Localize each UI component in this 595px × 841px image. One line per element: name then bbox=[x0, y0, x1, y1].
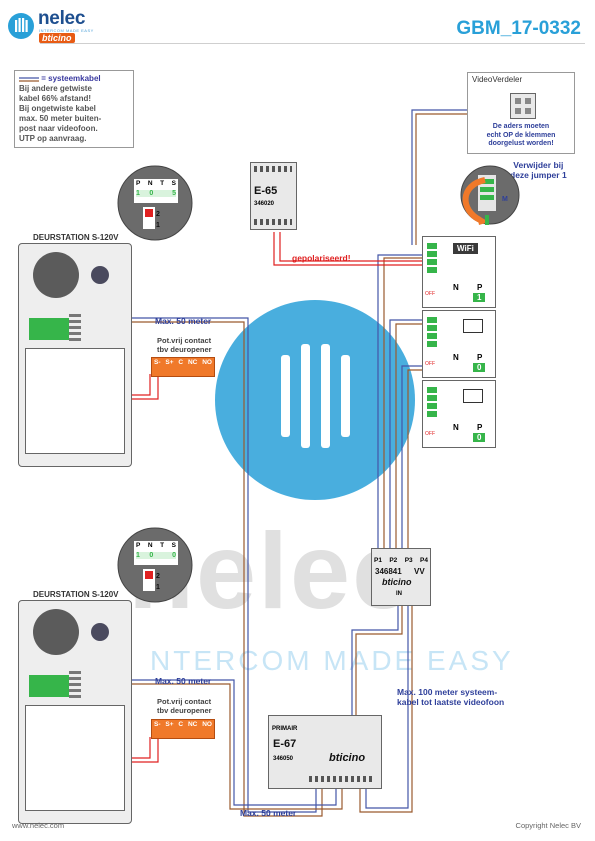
splitter-terminal-icon bbox=[515, 98, 531, 114]
terminal-block bbox=[29, 318, 69, 340]
legend-box: = systeemkabel Bij andere getwiste kabel… bbox=[14, 70, 134, 148]
monitor-3: OFF N P 0 bbox=[422, 380, 496, 448]
monitor-off-label: OFF bbox=[425, 291, 435, 297]
door-station-bottom-jumpers bbox=[117, 527, 193, 603]
polarity-note: gepolariseerd! bbox=[292, 253, 351, 263]
header-rule bbox=[40, 43, 585, 44]
distributor-suffix: VV bbox=[414, 567, 425, 576]
legend-line: post naar videofoon. bbox=[19, 124, 98, 133]
bottom-max-50-note: Max. 50 meter bbox=[240, 808, 297, 818]
terminal-block bbox=[29, 675, 69, 697]
wifi-badge: WiFi bbox=[453, 243, 478, 254]
door-station-bottom-jumper-labels: P N T S bbox=[136, 542, 176, 549]
door-station-top-jumper-values: 1 0 5 bbox=[136, 190, 176, 197]
legend-line: max. 50 meter buiten- bbox=[19, 114, 102, 123]
video-splitter-box: VideoVerdeler De aders moeten echt OP de… bbox=[467, 72, 575, 154]
door-station-top-cable-note: Max. 50 meter bbox=[155, 316, 212, 326]
door-station-top-panel bbox=[18, 243, 132, 467]
video-distributor: P1 P2 P3 P4 346841 VV bticino IN bbox=[371, 548, 431, 606]
e65-terminals-bottom bbox=[254, 219, 292, 225]
brand-partner: bticino bbox=[39, 33, 75, 43]
brand-tagline: INTERCOM MADE EASY bbox=[39, 28, 94, 33]
e67-terminals bbox=[309, 776, 375, 782]
door-station-top-title: DEURSTATION S-120V bbox=[33, 233, 119, 242]
video-splitter-title: VideoVerdeler bbox=[472, 75, 523, 84]
legend-line: Bij ongetwiste kabel bbox=[19, 104, 96, 113]
cable-legend-icon bbox=[19, 77, 39, 82]
relay-top: S- S+ C NC NO bbox=[151, 357, 215, 377]
splitter-device bbox=[510, 93, 536, 119]
door-station-bottom-title: DEURSTATION S-120V bbox=[33, 590, 119, 599]
terminal-screws bbox=[69, 671, 81, 701]
video-splitter-note: De aders moeten echt OP de klemmen doorg… bbox=[486, 123, 556, 147]
curved-arrow-icon bbox=[462, 177, 489, 225]
watermark-tagline: NTERCOM MADE EASY bbox=[150, 645, 514, 676]
front-frame bbox=[25, 705, 125, 811]
footer-copyright: Copyright Nelec BV bbox=[515, 821, 581, 830]
distributor-part-number: 346841 bbox=[375, 567, 402, 576]
camera-icon bbox=[91, 266, 109, 284]
power-supply-e67: PRIMAIR E-67 346050 bticino bbox=[268, 715, 382, 789]
monitor-terminals bbox=[427, 387, 437, 417]
e65-model: E-65 bbox=[254, 185, 278, 197]
relay-bottom-terminals: S- S+ C NC NO bbox=[154, 721, 212, 728]
distributor-input: IN bbox=[396, 591, 402, 597]
door-station-top-jumpers bbox=[117, 165, 193, 241]
monitor-screen-icon bbox=[463, 389, 483, 403]
footer-website[interactable]: www.nelec.com bbox=[12, 821, 65, 830]
watermark-circle bbox=[215, 300, 415, 500]
e67-part-number: 346050 bbox=[273, 756, 294, 762]
monitor-off-label: OFF bbox=[425, 361, 435, 367]
document-number: GBM_17-0332 bbox=[456, 18, 581, 39]
door-station-bottom-panel bbox=[18, 600, 132, 824]
monitor-1: WiFi OFF N P 1 bbox=[422, 236, 496, 308]
terminal-screws bbox=[69, 314, 81, 344]
speaker-icon bbox=[33, 609, 79, 655]
door-station-top-switch: 2 1 bbox=[156, 211, 160, 229]
monitor-off-label: OFF bbox=[425, 431, 435, 437]
door-station-bottom-cable-note: Max. 50 meter bbox=[155, 676, 212, 686]
relay-bottom: S- S+ C NC NO bbox=[151, 719, 215, 739]
door-station-top-contact-note: Pot.vrij contact tbv deuropener bbox=[157, 336, 212, 354]
legend-title: = systeemkabel bbox=[19, 74, 129, 84]
nelec-logo-icon bbox=[8, 13, 34, 39]
jumper-marker: M bbox=[502, 196, 508, 203]
jumper-note: Verwijder bij deze jumper 1 bbox=[510, 160, 567, 180]
monitor-terminals bbox=[427, 317, 437, 347]
door-station-bottom-contact-note: Pot.vrij contact tbv deuropener bbox=[157, 697, 212, 715]
power-supply-e65: E-65 346020 bbox=[250, 162, 297, 230]
monitor-terminals bbox=[427, 243, 437, 273]
distributor-ports: P1 P2 P3 P4 bbox=[374, 557, 428, 564]
monitor-2: OFF N P 0 bbox=[422, 310, 496, 378]
distributor-brand: bticino bbox=[382, 577, 412, 587]
brand-logo: nelec INTERCOM MADE EASY bticino bbox=[8, 8, 118, 43]
speaker-icon bbox=[33, 252, 79, 298]
door-station-top-jumper-labels: P N T S bbox=[136, 180, 176, 187]
e65-terminals-top bbox=[254, 166, 292, 172]
e65-part-number: 346020 bbox=[254, 201, 275, 207]
door-station-bottom-switch: 2 1 bbox=[156, 573, 160, 591]
brand-name: nelec bbox=[38, 8, 86, 29]
jumper-green bbox=[485, 215, 489, 225]
front-frame bbox=[25, 348, 125, 454]
e67-brand: bticino bbox=[329, 752, 366, 764]
legend-line: Bij andere getwiste bbox=[19, 84, 92, 93]
e67-top-label: PRIMAIR bbox=[272, 726, 298, 732]
camera-icon bbox=[91, 623, 109, 641]
relay-top-terminals: S- S+ C NC NO bbox=[154, 359, 212, 366]
e67-model: E-67 bbox=[273, 738, 297, 750]
legend-line: UTP op aanvraag. bbox=[19, 134, 87, 143]
legend-line: kabel 66% afstand! bbox=[19, 94, 92, 103]
max-100-note: Max. 100 meter systeem- kabel tot laatst… bbox=[397, 687, 505, 707]
monitor-screen-icon bbox=[463, 319, 483, 333]
door-station-bottom-jumper-values: 1 0 0 bbox=[136, 552, 176, 559]
